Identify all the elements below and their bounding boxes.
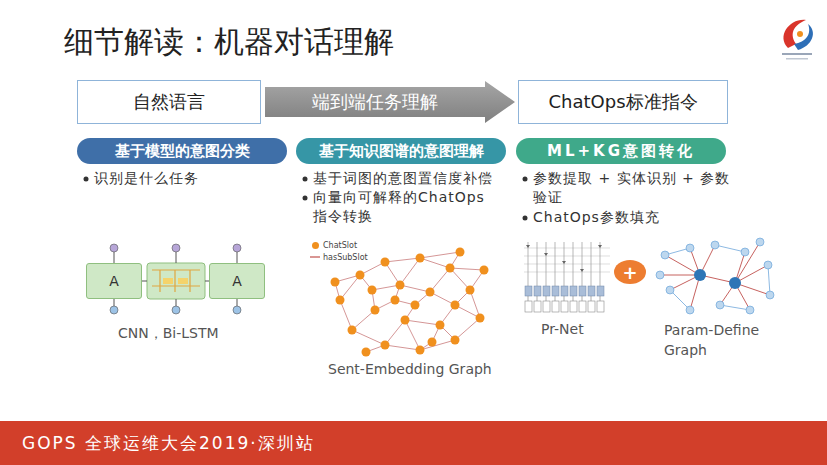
legend-text: hasSubSlot: [323, 253, 368, 263]
lstm-cell: A: [209, 263, 265, 299]
plus-circle: +: [614, 260, 646, 284]
figure-caption: CNN，Bi-LSTM: [118, 324, 219, 343]
prnet-figure: [524, 242, 610, 312]
node-text: ChatOps标准指令: [548, 90, 697, 114]
lstm-cell: A: [86, 263, 142, 299]
figure-caption: Sent-Embedding Graph: [328, 360, 492, 379]
node-text: 自然语言: [133, 90, 205, 114]
bullet-text: ChatOps参数填充: [533, 208, 733, 227]
node-text: 基于模型的意图分类: [115, 142, 250, 161]
bullet-text: 参数提取 + 实体识别 + 参数验证: [533, 169, 738, 207]
node-text: GOPS 全球运维大会2019·深圳站: [22, 432, 315, 455]
arrow-fill: [265, 81, 515, 123]
text-box: 自然语言: [77, 80, 261, 124]
sent-graph: [310, 248, 489, 357]
bullet-text: 向量向可解释的ChatOps指令转换: [313, 188, 495, 226]
legend-text: ChatSlot: [323, 241, 357, 251]
node-text: 基于知识图谱的意图理解: [319, 142, 484, 161]
pill-header: 基于模型的意图分类: [77, 138, 287, 164]
pill-header: 基于知识图谱的意图理解: [296, 138, 506, 164]
figure-caption: Param-Define Graph: [664, 320, 764, 360]
bullet-text: 识别是什么任务: [94, 169, 284, 188]
node-text: A: [109, 273, 119, 289]
node-text: +: [622, 262, 637, 283]
param-graph: [656, 238, 774, 314]
process-arrow: 端到端任务理解: [265, 81, 515, 123]
text-box: ChatOps标准指令: [518, 80, 728, 124]
pill-header: ML+KG意图转化: [516, 138, 726, 164]
legend-swatch: [312, 242, 319, 249]
slide-title: 细节解读：机器对话理解: [64, 22, 394, 63]
figure-caption: Pr-Net: [541, 320, 584, 339]
node-text: A: [232, 273, 242, 289]
node-text: 端到端任务理解: [312, 90, 438, 114]
bullet-text: 基于词图的意图置信度补偿: [313, 169, 508, 188]
node-text: ML+KG意图转化: [547, 142, 695, 161]
logo: [782, 20, 813, 60]
footer-band: GOPS 全球运维大会2019·深圳站: [0, 421, 827, 465]
